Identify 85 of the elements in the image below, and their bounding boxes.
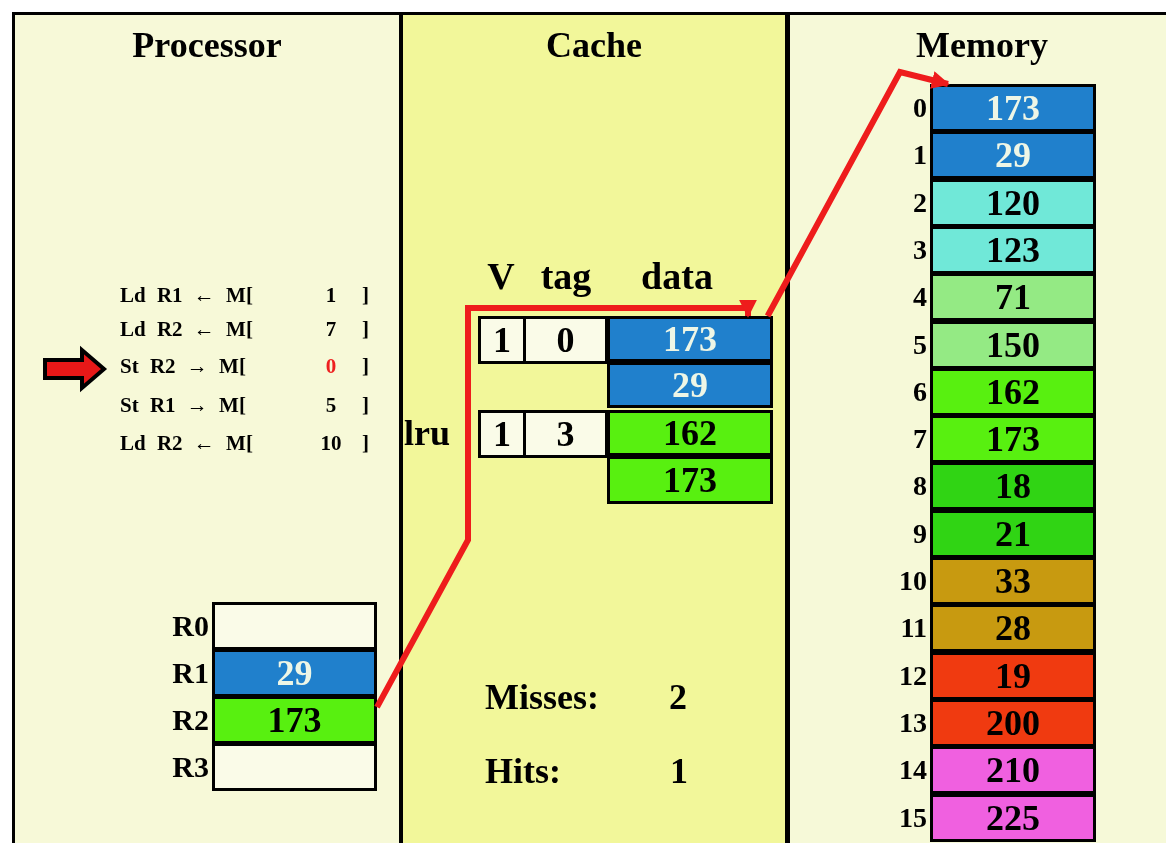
instruction-text: 7 bbox=[325, 318, 337, 342]
cell-value: 162 bbox=[986, 371, 1040, 412]
cell-value: 1 bbox=[493, 414, 511, 454]
cache-cell bbox=[607, 316, 773, 362]
address-label: 13 bbox=[899, 705, 927, 740]
address-label: 9 bbox=[913, 516, 927, 551]
arrow bbox=[374, 299, 757, 709]
cache-cell bbox=[478, 410, 526, 458]
column-heading: Cache bbox=[546, 25, 642, 65]
cell-value: 225 bbox=[986, 797, 1040, 838]
cell-value: 29 bbox=[672, 365, 708, 405]
cell-value: 150 bbox=[986, 324, 1040, 365]
instruction-text: ] bbox=[362, 355, 369, 379]
cell-value: 210 bbox=[986, 750, 1040, 791]
cell-value: 3 bbox=[556, 414, 575, 454]
column-label: V bbox=[487, 256, 515, 298]
cell-value: 162 bbox=[663, 413, 717, 453]
cell-value: 21 bbox=[995, 513, 1031, 554]
cache-cell bbox=[523, 316, 608, 364]
register-label: R1 bbox=[172, 656, 209, 690]
stat-text: 1 bbox=[670, 752, 688, 792]
cell-value: 71 bbox=[995, 277, 1031, 318]
address-label: 1 bbox=[913, 138, 927, 173]
cell-value: 0 bbox=[556, 320, 575, 360]
cell-value: 200 bbox=[986, 702, 1040, 743]
instruction-text: ] bbox=[362, 284, 369, 308]
cell-value: 173 bbox=[663, 319, 717, 359]
cache-cell bbox=[607, 410, 773, 456]
stat-text: 2 bbox=[669, 678, 687, 718]
arrow bbox=[764, 68, 950, 318]
column-panel bbox=[400, 12, 788, 843]
register-label: R3 bbox=[172, 750, 209, 784]
cell-value: 173 bbox=[663, 460, 717, 500]
address-label: 2 bbox=[913, 185, 927, 220]
cell-value: 1 bbox=[493, 320, 511, 360]
stat-text: Hits: bbox=[485, 752, 561, 792]
address-label: 15 bbox=[899, 800, 927, 835]
instruction-text: St R2 → M[ bbox=[120, 355, 246, 379]
instruction-text: St R1 → M[ bbox=[120, 394, 246, 418]
address-label: 12 bbox=[899, 658, 927, 693]
cell-value: 173 bbox=[986, 419, 1040, 460]
cell-value: 173 bbox=[986, 88, 1040, 128]
instruction-text: ] bbox=[362, 318, 369, 342]
instruction-text: ] bbox=[362, 432, 369, 456]
column-heading: Processor bbox=[132, 25, 282, 65]
address-label: 4 bbox=[913, 280, 927, 315]
cache-cell bbox=[607, 362, 773, 408]
stat-text: Misses: bbox=[485, 678, 599, 718]
column-panel bbox=[787, 12, 1166, 843]
instruction-text: Ld R1 ← M[ bbox=[120, 284, 253, 308]
cache-cell bbox=[607, 456, 773, 504]
register-label: R0 bbox=[172, 609, 209, 643]
cell-value: 18 bbox=[995, 466, 1031, 507]
cell-value: 33 bbox=[995, 561, 1031, 601]
cell-value: 19 bbox=[995, 655, 1031, 696]
instruction-text: 1 bbox=[325, 284, 337, 308]
address-label: 11 bbox=[900, 611, 927, 646]
cell-value: 123 bbox=[986, 229, 1040, 270]
column-panel bbox=[12, 12, 402, 843]
instruction-text: Ld R2 ← M[ bbox=[120, 318, 253, 342]
cell-value: 120 bbox=[986, 182, 1040, 223]
instruction-text: 5 bbox=[325, 394, 337, 418]
cell-value: 29 bbox=[276, 653, 313, 693]
instruction-text: ] bbox=[362, 394, 369, 418]
cache-cell bbox=[523, 410, 608, 458]
instruction-text: Ld R2 ← M[ bbox=[120, 432, 253, 456]
address-label: 8 bbox=[913, 469, 927, 504]
column-label: data bbox=[641, 256, 713, 298]
column-heading: Memory bbox=[916, 25, 1048, 65]
instruction-text: 10 bbox=[320, 432, 342, 456]
column-label: tag bbox=[540, 256, 592, 298]
address-label: 14 bbox=[899, 753, 927, 788]
column-label: lru bbox=[404, 414, 450, 454]
register-label: R2 bbox=[172, 703, 209, 737]
address-label: 0 bbox=[913, 91, 927, 125]
cache-cell bbox=[478, 316, 526, 364]
address-label: 6 bbox=[913, 374, 927, 409]
cell-value: 29 bbox=[995, 135, 1031, 176]
address-label: 5 bbox=[913, 327, 927, 362]
cell-value: 28 bbox=[995, 608, 1031, 649]
address-label: 3 bbox=[913, 232, 927, 267]
address-label: 7 bbox=[913, 422, 927, 457]
address-label: 10 bbox=[899, 564, 927, 598]
instruction-text: 0 bbox=[325, 355, 337, 379]
cell-value: 173 bbox=[267, 700, 322, 740]
